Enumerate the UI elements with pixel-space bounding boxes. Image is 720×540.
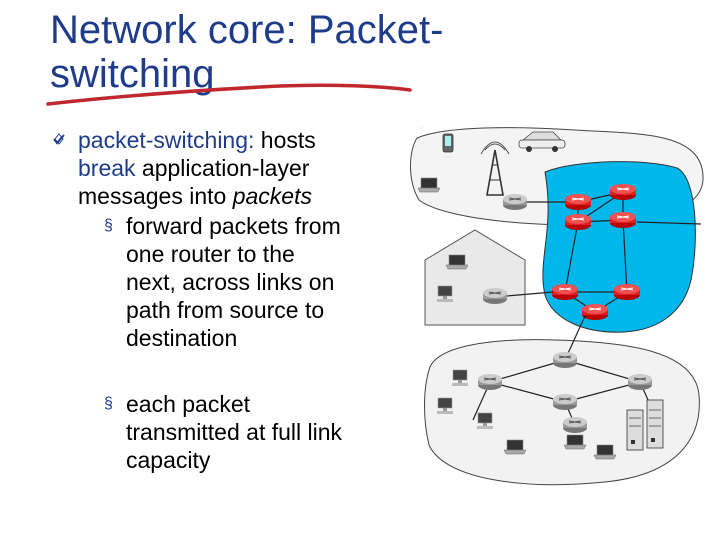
enterprise-laptop-icon [503,439,527,455]
car-icon [518,131,566,152]
enterprise-laptop-icon [593,444,617,460]
sub-bullet-2-line-2: transmitted at full link [126,419,343,445]
home-router-icon [482,287,508,305]
home-desktop-icon [436,285,454,303]
enterprise-wireless-router-icon [562,416,588,434]
mobile-router-icon [502,193,528,211]
sub-bullet-2: § each packet transmitted at full link c… [78,390,382,474]
svg-text:.: . [421,124,422,130]
network-diagram: . [410,124,704,486]
bullet-text-messages: messages into [78,183,233,209]
enterprise-desktop-icon [451,369,469,387]
square-bullet-icon: § [104,395,113,412]
access-links [506,201,702,361]
sub-bullet-1-line-3: next, across links on [126,269,335,295]
enterprise-laptop-icon [563,434,587,450]
sub-bullet-2-line-3: capacity [126,447,211,473]
slide-title: Network core: Packet- switching [50,8,520,96]
checkmark-diamond-icon [53,133,65,145]
home-laptop-icon [445,254,469,270]
bullet-list: packet-switching: hosts break applicatio… [52,126,382,474]
enterprise-routers [472,351,658,426]
bullet-text-application-layer: application-layer [135,155,310,181]
smartphone-icon [442,133,454,153]
square-bullet-icon: § [104,217,113,234]
isp-routers [551,183,641,321]
verb-break: break [78,155,136,181]
bullet-item-1: packet-switching: hosts break applicatio… [52,126,382,474]
sub-bullet-1-line-5: destination [126,325,238,351]
sub-bullet-2-line-1: each packet [126,391,251,417]
bullet-text-hosts: hosts [254,127,316,153]
bullet-line-2: break application-layer [78,154,382,182]
bullet-line-1: packet-switching: hosts [78,126,382,154]
enterprise-desktop-icon [476,412,494,430]
laptop-icon [417,177,441,193]
cell-tower-icon [480,141,510,196]
bullet-line-3: messages into packets [78,182,382,210]
sub-bullet-1-line-2: one router to the [126,241,295,267]
term-packet-switching: packet-switching: [78,127,255,153]
enterprise-desktop-icon [436,397,454,415]
emph-packets: packets [232,183,312,209]
sub-bullet-1: § forward packets from one router to the… [78,212,382,352]
title-line-1: Network core: Packet- [50,8,444,52]
home-network-house [424,229,526,326]
server-rack-icon [626,399,664,451]
sub-bullet-1-line-4: path from source to [126,297,325,323]
title-line-2: switching [50,52,215,96]
sub-bullet-1-line-1: forward packets from [126,213,341,239]
